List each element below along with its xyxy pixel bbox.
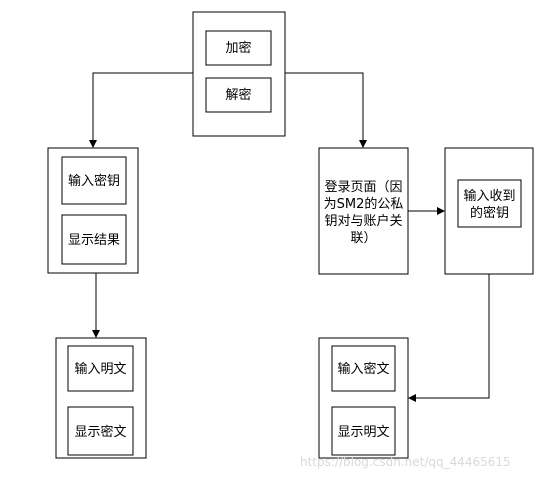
show-ciphertext-box <box>67 406 134 456</box>
input-key-box <box>61 156 127 205</box>
receive-key-label-line1: 输入收到 <box>463 188 515 204</box>
login-label-line4: 联） <box>350 231 376 246</box>
login-label-line2: 为SM2的公私 <box>324 196 404 212</box>
show-ciphertext-label: 显示密文 <box>74 424 126 440</box>
login-label-line3: 钥对与账户关 <box>324 213 402 229</box>
show-result-label: 显示结果 <box>68 233 120 248</box>
connector-receive-to-ciphertext <box>408 274 490 402</box>
top-container <box>192 11 286 137</box>
input-plaintext-box <box>67 345 134 392</box>
show-plaintext-box <box>331 406 396 456</box>
input-ciphertext-label: 输入密文 <box>337 361 389 377</box>
receive-key-label-line2: 的密钥 <box>470 205 509 221</box>
decrypt-label: 解密 <box>225 87 251 103</box>
connector-decrypt-to-login <box>285 72 367 148</box>
encrypt-box <box>205 30 272 66</box>
left-container <box>47 147 139 274</box>
input-key-label: 输入密钥 <box>68 173 120 189</box>
login-label-line1: 登录页面（因 <box>324 180 402 195</box>
show-plaintext-label: 显示明文 <box>337 425 389 440</box>
left-bottom-container <box>55 337 147 459</box>
input-ciphertext-box <box>331 345 396 392</box>
decrypt-box <box>205 77 272 113</box>
show-result-box <box>61 214 127 265</box>
watermark-text: https://blog.csdn.net/qq_44465615 <box>300 455 511 469</box>
connector-encrypt-to-input-key <box>89 72 193 148</box>
input-plaintext-label: 输入明文 <box>74 361 126 377</box>
encrypt-label: 加密 <box>225 40 251 56</box>
receive-key-box <box>457 179 522 228</box>
